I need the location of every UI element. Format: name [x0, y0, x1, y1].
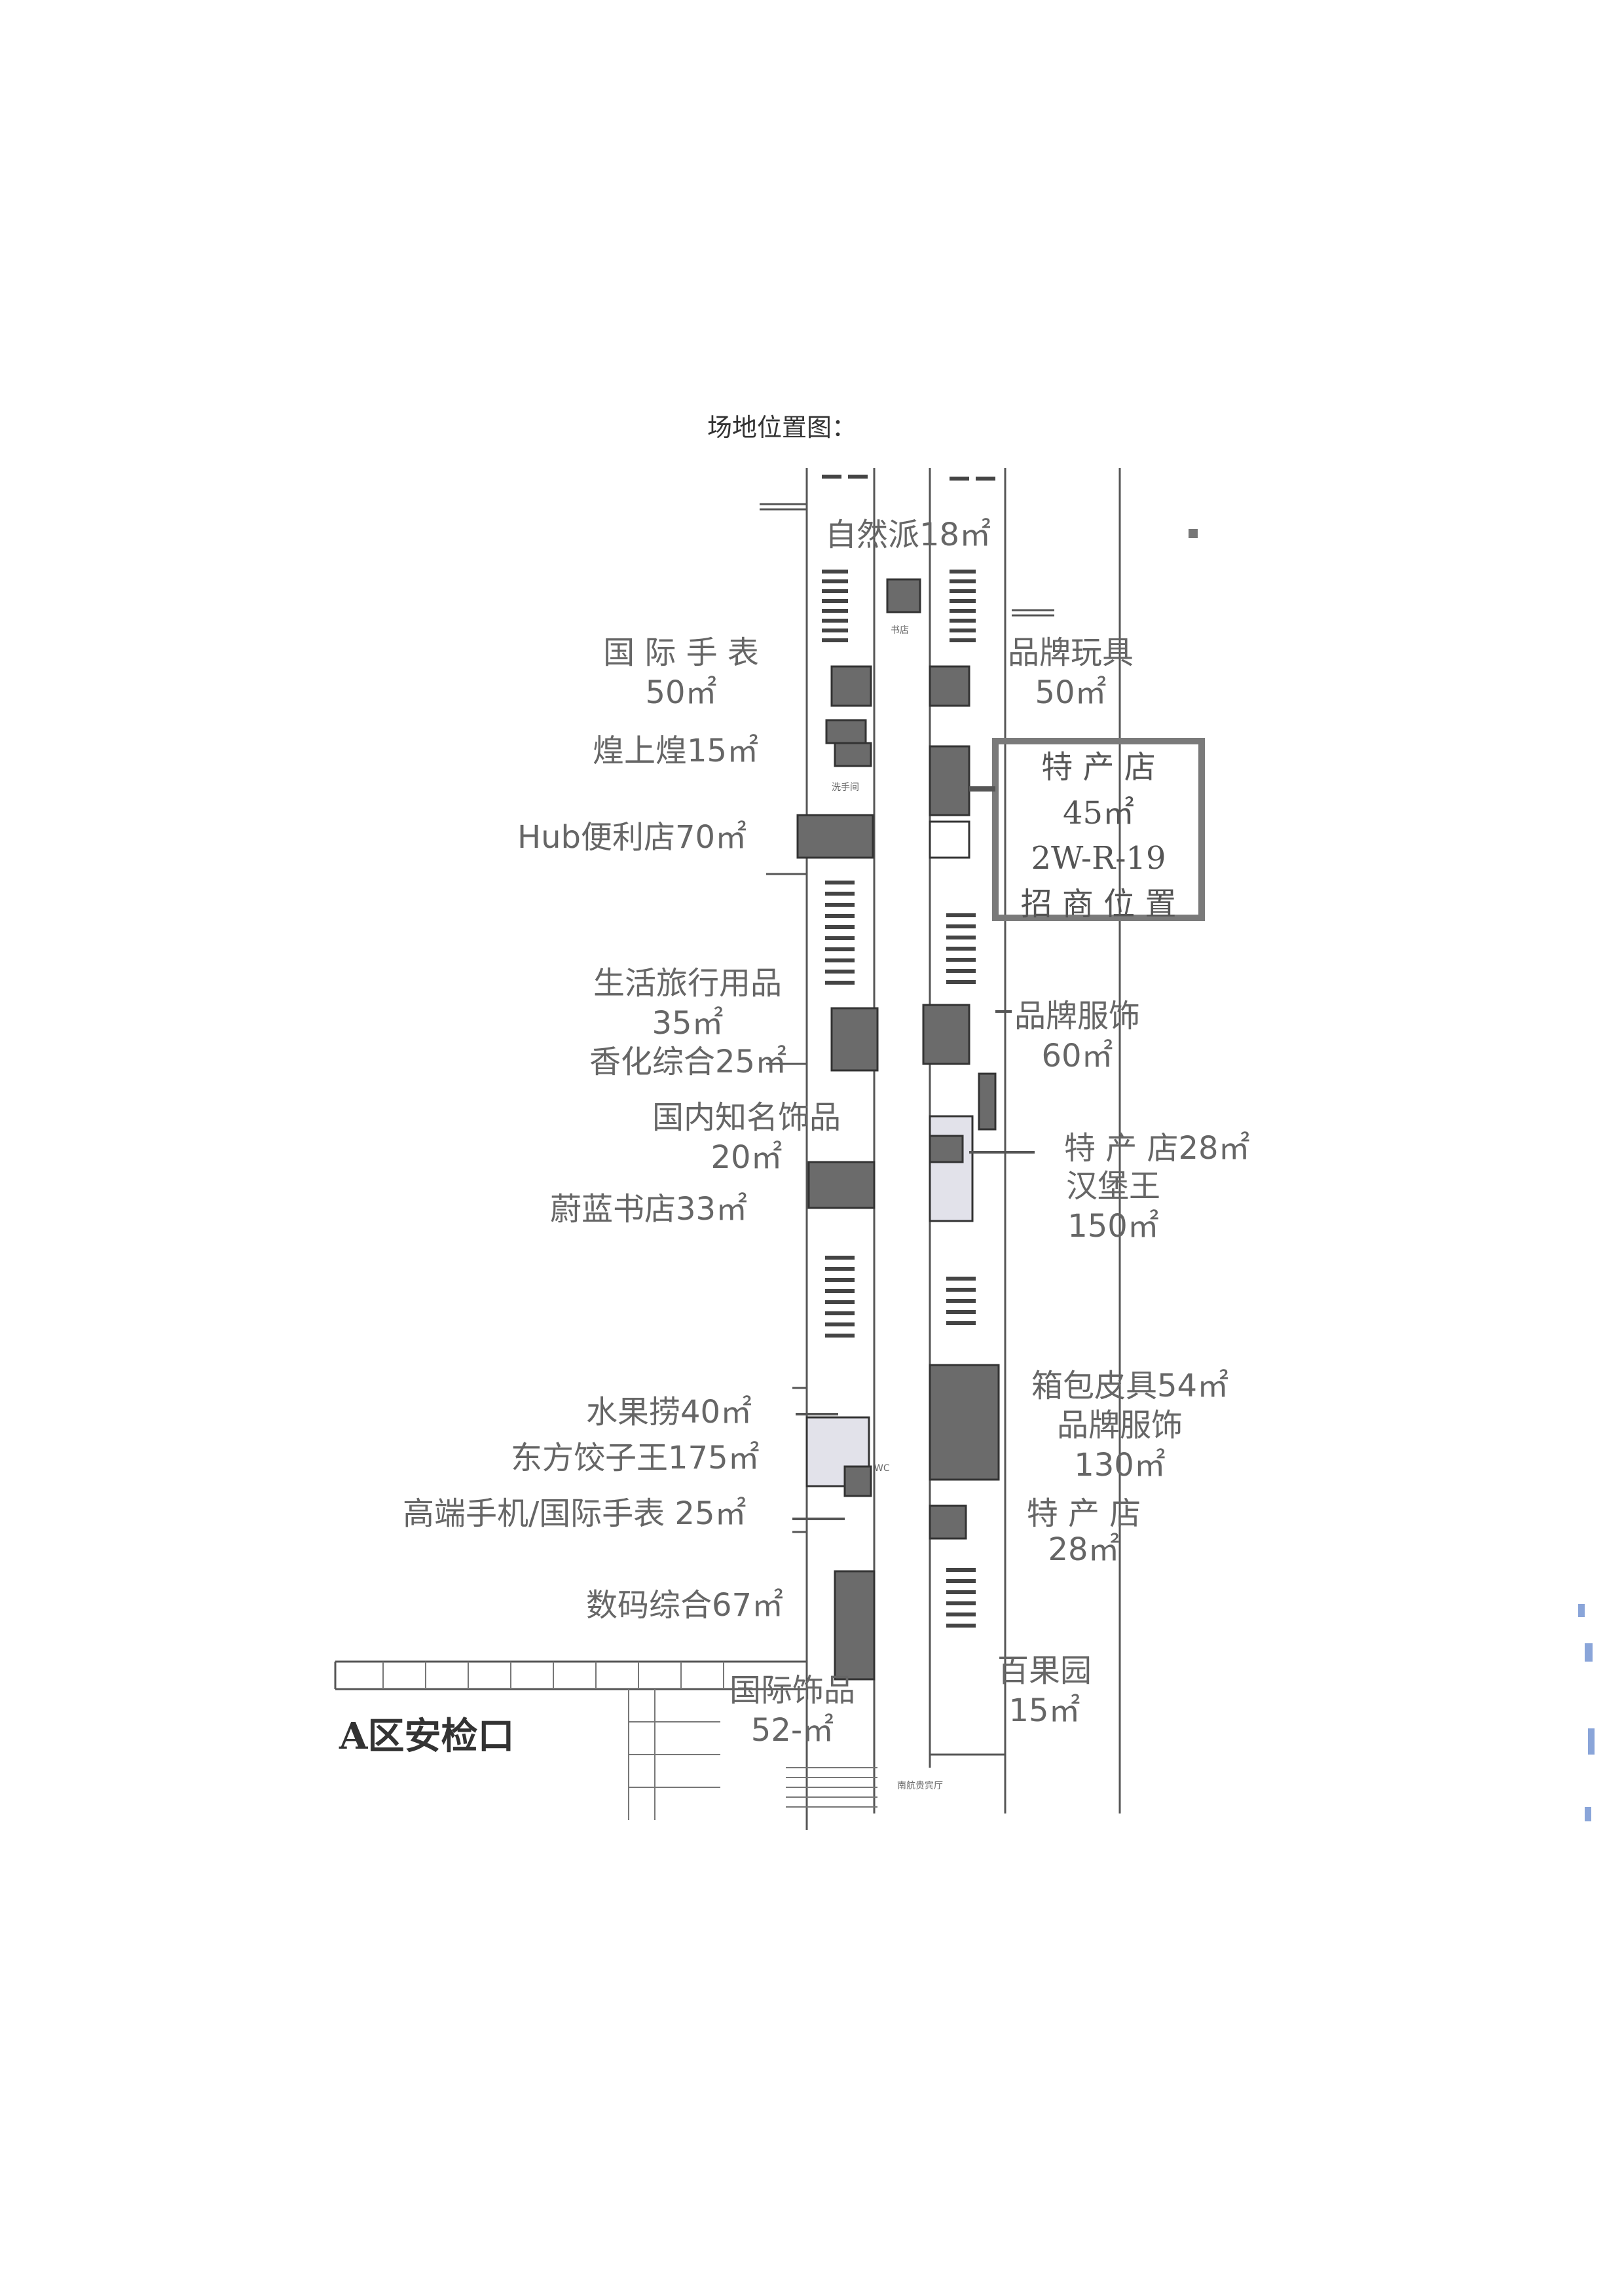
wash-room-label: 洗手间	[832, 782, 859, 793]
label-life-travel: 生活旅行用品 35㎡	[583, 965, 792, 1042]
label-brand-clothing-2: 品牌服饰 130㎡	[1041, 1407, 1198, 1484]
highlight-line3: 2W-R-19	[1031, 840, 1166, 877]
label-baiguoyuan: 百果园 15㎡	[982, 1652, 1107, 1730]
highlight-rental-label: 特 产 店 45㎡ 2W-R-19 招 商 位 置	[1002, 745, 1195, 927]
brand-clothing-1-area: 60㎡	[1041, 1038, 1113, 1075]
label-domestic-jewelry: 国内知名饰品 20㎡	[642, 1099, 851, 1176]
wc-label: WC	[874, 1463, 890, 1474]
specialty-28b-name: 特 产 店	[1026, 1495, 1141, 1532]
bookstore-small-label: 书店	[891, 625, 909, 636]
brand-clothing-2-area: 130㎡	[1074, 1447, 1166, 1484]
label-huangshang: 煌上煌15㎡	[593, 733, 759, 769]
specialty-28b-area: 28㎡	[1048, 1531, 1120, 1569]
life-travel-name: 生活旅行用品	[593, 965, 782, 1002]
highlight-line4: 招 商 位 置	[1020, 885, 1177, 922]
life-travel-area: 35㎡	[652, 1005, 724, 1042]
intl-accessories-area: 52-㎡	[750, 1712, 834, 1749]
burger-king-name: 汉堡王	[1065, 1168, 1160, 1205]
brand-clothing-1-name: 品牌服饰	[1014, 998, 1140, 1034]
label-digital: 数码综合67㎡	[586, 1587, 784, 1624]
label-fruit: 水果捞40㎡	[586, 1394, 752, 1430]
brand-toys-area: 50㎡	[1035, 674, 1107, 712]
label-specialty-28a: 特 产 店28㎡	[1064, 1130, 1250, 1167]
domestic-jewelry-area: 20㎡	[710, 1139, 783, 1176]
label-intl-accessories: 国际饰品 52-㎡	[714, 1672, 871, 1749]
label-phones: 高端手机/国际手表 25㎡	[403, 1495, 747, 1532]
burger-king-area: 150㎡	[1067, 1208, 1159, 1245]
baiguoyuan-area: 15㎡	[1008, 1692, 1080, 1730]
intl-watch-name: 国 际 手 表	[603, 634, 759, 671]
highlight-frame	[992, 738, 1205, 921]
label-brand-toys: 品牌玩具 50㎡	[1005, 634, 1136, 712]
label-brand-clothing-1: 品牌服饰 60㎡	[999, 998, 1156, 1074]
label-dumpling: 东方饺子王175㎡	[511, 1440, 760, 1476]
label-weilan: 蔚蓝书店33㎡	[550, 1191, 748, 1228]
label-intl-watch: 国 际 手 表 50㎡	[602, 634, 760, 712]
highlight-line1: 特 产 店	[1041, 749, 1156, 786]
brand-clothing-2-name: 品牌服饰	[1056, 1407, 1183, 1444]
label-ziranpai: 自然派18㎡	[825, 517, 991, 553]
label-burger-king: 汉堡王 150㎡	[1041, 1168, 1185, 1245]
brand-toys-name: 品牌玩具	[1007, 634, 1134, 671]
highlight-line2: 45㎡	[1062, 794, 1135, 831]
domestic-jewelry-name: 国内知名饰品	[652, 1099, 841, 1136]
label-luggage: 箱包皮具54㎡	[1031, 1368, 1229, 1404]
vip-hall-label: 南航贵宾厅	[897, 1781, 943, 1791]
intl-watch-area: 50㎡	[645, 674, 717, 712]
page-title: 场地位置图：	[707, 413, 857, 442]
baiguoyuan-name: 百果园	[997, 1652, 1092, 1689]
label-hub: Hub便利店70㎡	[517, 819, 747, 856]
intl-accessories-name: 国际饰品	[729, 1672, 855, 1709]
label-cosmetics: 香化综合25㎡	[589, 1044, 787, 1080]
label-specialty-28b: 特 产 店 28㎡	[1012, 1495, 1156, 1569]
a-zone-checkpoint-label: A区安检口	[339, 1715, 515, 1758]
